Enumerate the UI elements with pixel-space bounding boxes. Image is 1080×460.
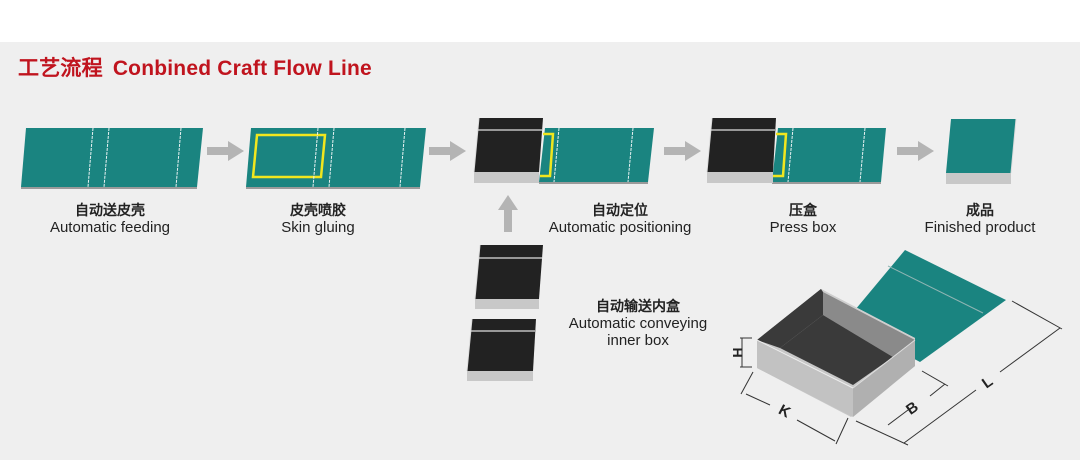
dim-label-h: H: [729, 347, 746, 358]
step-label-en: Automatic positioning: [548, 219, 692, 236]
step5-finished-box: [946, 118, 1017, 184]
step-label-feeding: 自动送皮壳 Automatic feeding: [20, 202, 200, 236]
step3-positioning: [473, 117, 654, 184]
step-label-cn: 自动定位: [592, 202, 648, 218]
step-label-finished: 成品 Finished product: [900, 202, 1060, 236]
step-label-press: 压盒 Press box: [743, 202, 863, 236]
inner-box-2: [466, 318, 536, 381]
feeder-label-en-1: Automatic conveying: [568, 315, 708, 332]
title-cn: 工艺流程: [18, 57, 103, 80]
step-label-en: Finished product: [924, 219, 1036, 236]
arrow-right-icon: [664, 141, 701, 161]
arrow-right-icon: [897, 141, 934, 161]
step-label-positioning: 自动定位 Automatic positioning: [520, 202, 720, 236]
step-label-cn: 自动送皮壳: [75, 202, 145, 218]
title-en: Conbined Craft Flow Line: [112, 57, 372, 80]
arrow-up-icon: [498, 195, 518, 232]
step2-glued-sheet: [246, 127, 426, 189]
page-title: 工艺流程 Conbined Craft Flow Line: [18, 52, 372, 82]
isometric-box-diagram: [740, 250, 1063, 446]
step1-cover-sheet: [21, 127, 203, 189]
step-label-en: Automatic feeding: [49, 219, 171, 236]
arrow-right-icon: [429, 141, 466, 161]
step-label-en: Press box: [769, 219, 837, 236]
feeder-label-cn: 自动输送内盒: [596, 298, 680, 314]
arrow-right-icon: [207, 141, 244, 161]
feeder-label: 自动输送内盒 Automatic conveying inner box: [548, 298, 728, 349]
step-label-gluing: 皮壳喷胶 Skin gluing: [228, 202, 408, 236]
step-label-cn: 压盒: [789, 202, 817, 218]
step-label-en: Skin gluing: [281, 219, 355, 236]
inner-box-1: [474, 244, 543, 309]
step4-press-box: [706, 117, 886, 184]
step-label-cn: 成品: [966, 202, 994, 218]
step-label-cn: 皮壳喷胶: [290, 202, 346, 218]
feeder-label-en-2: inner box: [607, 332, 669, 349]
